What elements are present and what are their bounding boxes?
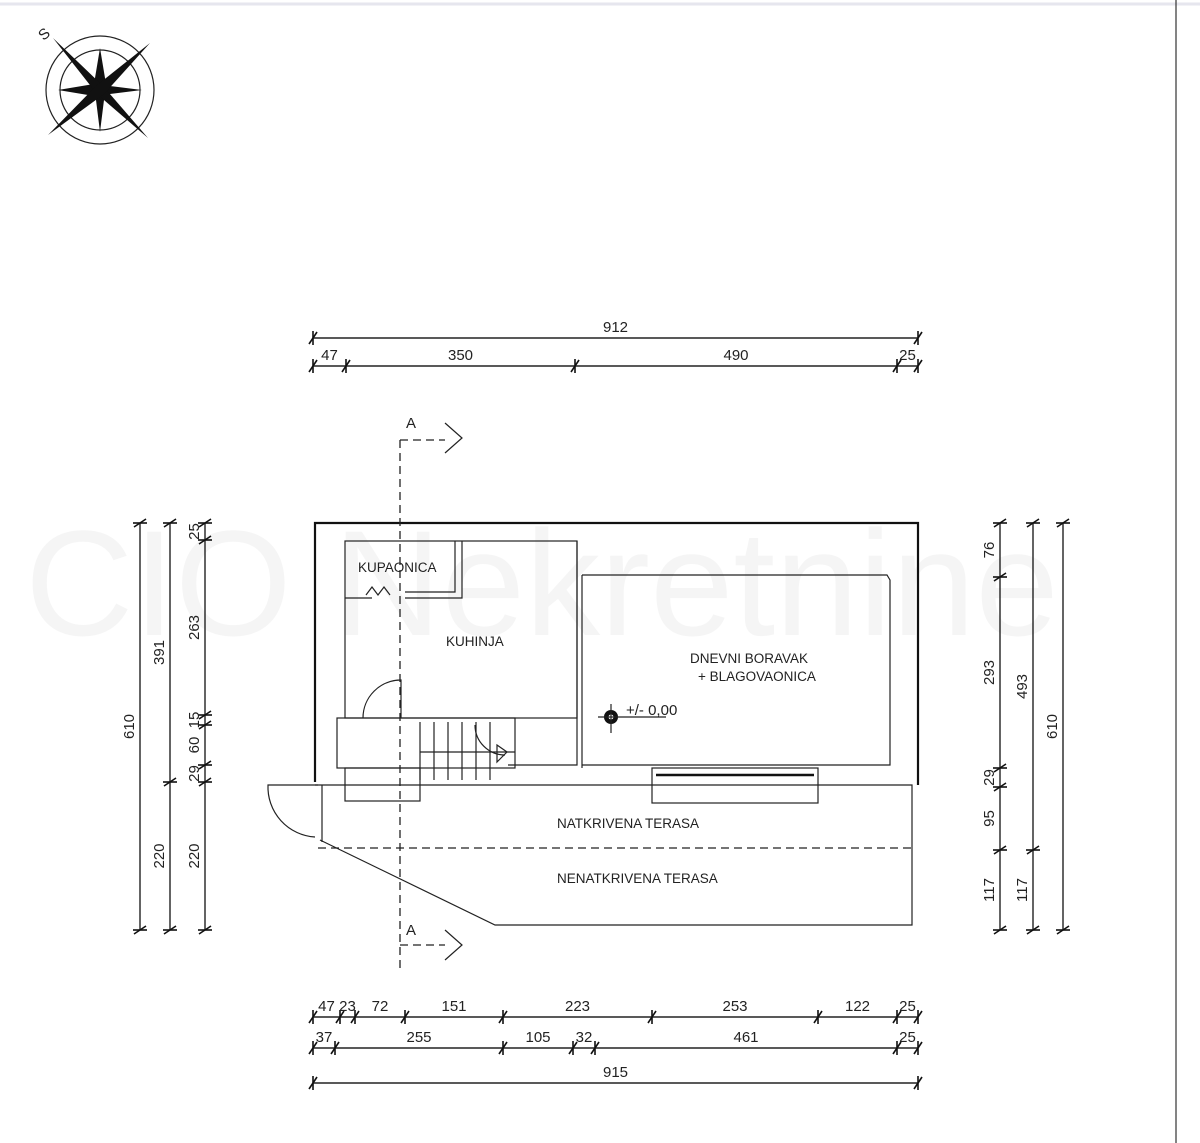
dim-bottom-row1-label: 47 xyxy=(318,998,335,1015)
dim-right-inner-label: 117 xyxy=(981,878,998,902)
dim-left-inner-label: 29 xyxy=(186,765,203,782)
section-label-top: A xyxy=(406,415,416,432)
dim-right-inner-label: 76 xyxy=(981,542,998,559)
section-label-bottom: A xyxy=(406,922,416,939)
room-living: DNEVNI BORAVAK xyxy=(690,651,808,666)
room-dining: + BLAGOVAONICA xyxy=(698,669,816,684)
dim-left-inner-label: 60 xyxy=(186,737,203,754)
dim-bottom-total-label: 915 xyxy=(603,1064,628,1081)
dim-top-row-label: 25 xyxy=(899,347,916,364)
dim-bottom-row2-label: 105 xyxy=(525,1029,550,1046)
dim-bottom-row2-label: 25 xyxy=(899,1029,916,1046)
dim-bottom-row2-label: 255 xyxy=(406,1029,431,1046)
dim-top-row-label: 490 xyxy=(723,347,748,364)
dim-left-inner-label: 15 xyxy=(186,712,203,729)
dim-bottom-row2-label: 461 xyxy=(733,1029,758,1046)
terrace-outline xyxy=(267,784,913,926)
section-line-a: A A xyxy=(399,415,463,970)
dim-bottom-row1-label: 122 xyxy=(845,998,870,1015)
room-bathroom: KUPAONICA xyxy=(358,560,437,575)
dim-bottom-row2-label: 37 xyxy=(316,1029,333,1046)
dim-right-mid-label: 493 xyxy=(1014,674,1031,699)
dim-bottom-row1-label: 223 xyxy=(565,998,590,1015)
watermark: CIO Nekretnine xyxy=(25,499,1059,667)
compass-rose-icon: S xyxy=(35,25,155,145)
dim-left-mid-label: 391 xyxy=(151,640,168,665)
stairs xyxy=(420,722,515,780)
dim-bottom-row1-label: 23 xyxy=(339,998,356,1015)
level-mark: +/- 0,00 xyxy=(626,702,677,719)
dim-left-inner-label: 220 xyxy=(186,843,203,868)
dim-top-row-label: 47 xyxy=(321,347,338,364)
dim-bottom-row1-label: 253 xyxy=(722,998,747,1015)
dim-bottom-row2-label: 32 xyxy=(576,1029,593,1046)
dim-right-mid-label: 117 xyxy=(1014,878,1031,902)
dim-left-mid-label: 220 xyxy=(151,843,168,868)
dim-top-row-label: 350 xyxy=(448,347,473,364)
dim-right-inner-label: 95 xyxy=(981,810,998,827)
room-kitchen: KUHINJA xyxy=(446,634,504,649)
dim-right-inner-label: 293 xyxy=(981,660,998,685)
room-open-terrace: NENATKRIVENA TERASA xyxy=(557,871,718,886)
building-outline xyxy=(313,521,920,804)
dim-bottom-row1-label: 72 xyxy=(372,998,389,1015)
dim-top-total-label: 912 xyxy=(603,319,628,336)
compass-label: S xyxy=(35,25,54,44)
dim-right-total-label: 610 xyxy=(1044,714,1061,739)
dim-bottom-row1-label: 151 xyxy=(441,998,466,1015)
dim-left-total-label: 610 xyxy=(121,714,138,739)
dim-right-inner-label: 29 xyxy=(981,769,998,786)
dim-bottom-row1-label: 25 xyxy=(899,998,916,1015)
room-covered-terrace: NATKRIVENA TERASA xyxy=(557,816,699,831)
level-marker-icon: +/- 0,00 xyxy=(598,702,677,733)
dim-left-inner-label: 25 xyxy=(186,523,203,540)
dim-left-inner-label: 263 xyxy=(186,615,203,640)
dimension-lines: 912 47 350 490 25 610 391 220 25 263 15 60 29 220 76 29… xyxy=(121,319,1070,1090)
